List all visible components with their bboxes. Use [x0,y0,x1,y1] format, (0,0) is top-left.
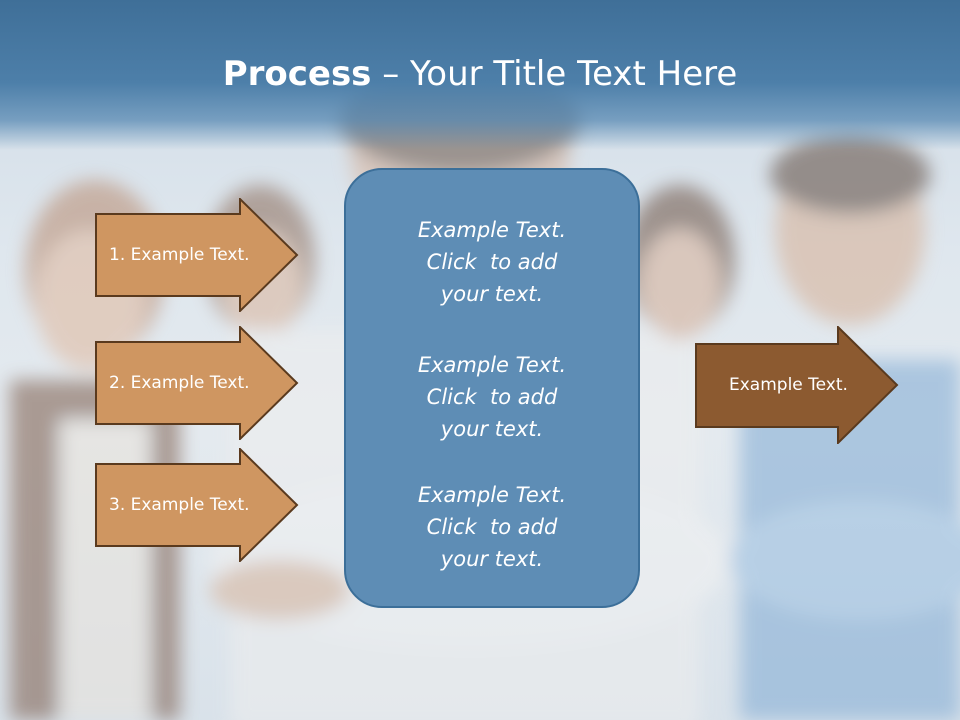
right-arrow-label: Example Text. [729,375,848,395]
center-paragraph-3-line-1: Example Text. [417,483,567,507]
center-paragraph-2: Example Text. Click to add your text. [346,349,638,445]
left-arrow-2-shape [95,326,299,440]
left-arrow-3-shape [95,448,299,562]
left-arrow-1-shape [95,198,299,312]
title-rest: – Your Title Text Here [371,54,738,94]
center-paragraph-3-line-3: your text. [440,547,544,571]
center-paragraph-2-line-1: Example Text. [417,353,567,377]
title-bold: Process [222,54,372,94]
center-text-box[interactable]: Example Text. Click to add your text. Ex… [344,168,640,608]
left-arrow-1-label: 1. Example Text. [109,245,250,265]
center-paragraph-2-line-3: your text. [440,417,544,441]
left-arrow-2-label: 2. Example Text. [109,373,250,393]
center-paragraph-3: Example Text. Click to add your text. [346,479,638,575]
center-paragraph-1-line-2: Click to add [426,250,558,274]
center-paragraph-3-line-2: Click to add [426,515,558,539]
title-bar: Process – Your Title Text Here [0,0,960,150]
center-paragraph-1-line-3: your text. [440,282,544,306]
left-arrow-3[interactable]: 3. Example Text. [95,448,299,562]
right-arrow[interactable]: Example Text. [695,326,899,444]
left-arrow-1[interactable]: 1. Example Text. [95,198,299,312]
right-arrow-shape [695,326,899,444]
left-arrow-3-label: 3. Example Text. [109,495,250,515]
center-paragraph-2-line-2: Click to add [426,385,558,409]
slide-title[interactable]: Process – Your Title Text Here [0,52,960,96]
center-paragraph-1-line-1: Example Text. [417,218,567,242]
left-arrow-2[interactable]: 2. Example Text. [95,326,299,440]
center-paragraph-1: Example Text. Click to add your text. [346,214,638,310]
